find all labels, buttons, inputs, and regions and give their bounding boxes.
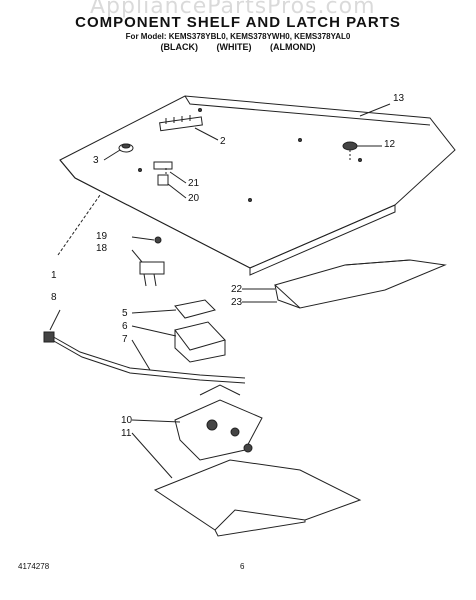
- callout-2: 2: [220, 136, 226, 147]
- color-white: (WHITE): [216, 42, 252, 52]
- latch-arm: [43, 331, 246, 384]
- callout-3: 3: [93, 155, 99, 166]
- callout-22: 22: [231, 284, 243, 295]
- bracket-5: [174, 299, 216, 319]
- callout-11: 11: [121, 428, 132, 439]
- callout-18: 18: [96, 243, 108, 254]
- interlock-switch: [139, 236, 165, 287]
- callout-13: 13: [393, 93, 405, 104]
- terminal-block: [159, 115, 203, 132]
- callout-5: 5: [122, 308, 128, 319]
- callout-21: 21: [188, 178, 200, 189]
- callout-8: 8: [51, 292, 57, 303]
- latch-assembly: [174, 384, 263, 461]
- diagram-title: COMPONENT SHELF AND LATCH PARTS: [75, 14, 401, 31]
- color-almond: (ALMOND): [270, 42, 316, 52]
- callout-12: 12: [384, 139, 396, 150]
- shield-pan: [274, 259, 447, 309]
- color-black: (BLACK): [160, 42, 198, 52]
- color-line: (BLACK) (WHITE) (ALMOND): [0, 42, 476, 52]
- callout-7: 7: [122, 334, 128, 345]
- callout-6: 6: [122, 321, 128, 332]
- model-line: For Model: KEMS378YBL0, KEMS378YWH0, KEM…: [125, 32, 351, 41]
- switch-bracket: [153, 161, 173, 186]
- mounting-plate: [153, 459, 362, 537]
- callout-23: 23: [231, 297, 243, 308]
- callout-19: 19: [96, 231, 108, 242]
- cover-6: [174, 321, 226, 363]
- grommet: [118, 143, 134, 153]
- part-number: 4174278: [18, 562, 50, 571]
- leader-lines: [49, 103, 391, 479]
- callout-20: 20: [188, 193, 200, 204]
- page-number: 6: [240, 562, 245, 571]
- component-shelf: [59, 95, 456, 276]
- watermark: AppliancePartsPros.com: [90, 0, 376, 19]
- callout-1: 1: [51, 270, 57, 281]
- callout-10: 10: [121, 415, 133, 426]
